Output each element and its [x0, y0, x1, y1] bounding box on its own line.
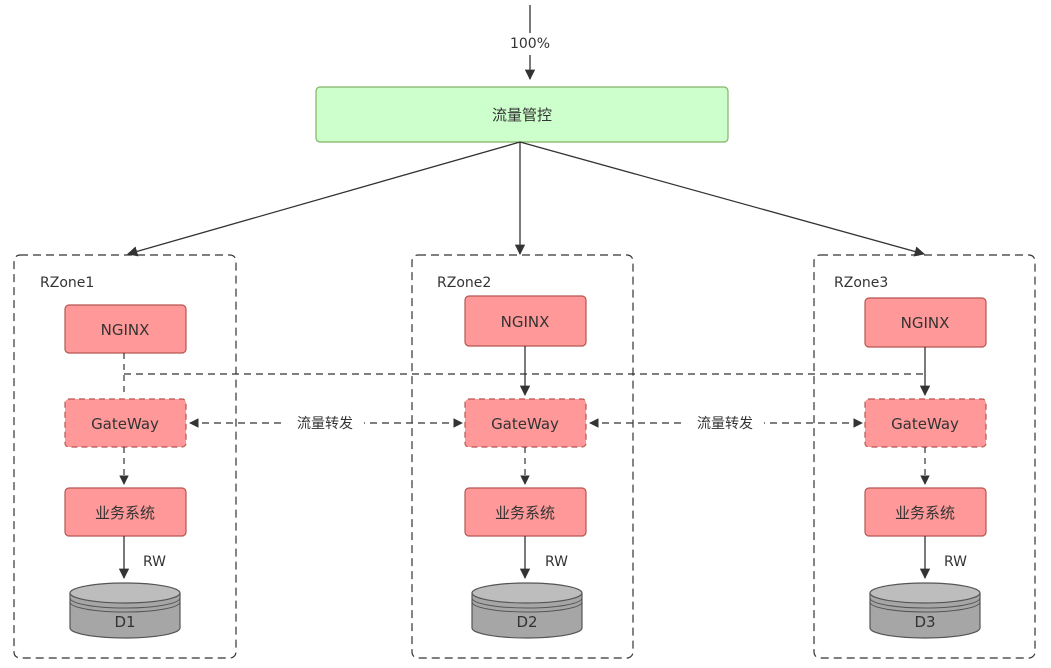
traffic-control-label: 流量管控: [492, 106, 552, 124]
gateway-label: GateWay: [891, 415, 959, 433]
zone-rzone2: NGINX GateWay 业务系统 RW D2: [464, 295, 587, 639]
gateway-label: GateWay: [91, 415, 159, 433]
nginx-label: NGINX: [901, 314, 950, 332]
forward-label-2-3: 流量转发: [697, 416, 753, 432]
route-arrow-rzone3: [519, 141, 926, 257]
traffic-percentage-label: 100%: [510, 36, 550, 52]
nginx-node: NGINX: [464, 295, 587, 347]
database-label: D2: [516, 613, 537, 631]
traffic-control-box: 流量管控: [315, 86, 729, 143]
gateway-node: GateWay: [864, 398, 987, 448]
database-d2: D2: [471, 582, 583, 639]
service-node: 业务系统: [64, 487, 187, 537]
database-label: D1: [114, 613, 135, 631]
rw-label: RW: [545, 554, 568, 570]
rw-label: RW: [143, 554, 166, 570]
nginx-node: NGINX: [864, 297, 987, 348]
zone-container-rzone1: [13, 254, 237, 659]
service-node: 业务系统: [864, 487, 987, 537]
zone-container-rzone3: [813, 254, 1036, 659]
service-node: 业务系统: [464, 487, 587, 537]
gateway-label: GateWay: [491, 415, 559, 433]
zone-rzone1: NGINX GateWay 业务系统 RW D1: [64, 304, 187, 639]
forward-label-1-2: 流量转发: [297, 416, 353, 432]
rw-label: RW: [944, 554, 967, 570]
nginx-node: NGINX: [64, 304, 187, 354]
gateway-node: GateWay: [464, 398, 587, 448]
service-label: 业务系统: [495, 504, 555, 522]
zone-rzone3: NGINX GateWay 业务系统 RW D3: [864, 297, 987, 639]
database-d1: D1: [69, 582, 181, 639]
gateway-node: GateWay: [64, 398, 187, 448]
service-label: 业务系统: [895, 504, 955, 522]
nginx-label: NGINX: [501, 313, 550, 331]
zone-label-rzone2: RZone2: [437, 275, 491, 291]
zone-label-rzone3: RZone3: [834, 275, 888, 291]
zone-container-rzone2: [411, 254, 634, 659]
forward-label-bg: [686, 412, 764, 434]
service-label: 业务系统: [95, 504, 155, 522]
route-arrow-rzone1: [127, 141, 521, 257]
nginx-label: NGINX: [101, 321, 150, 339]
database-d3: D3: [869, 582, 981, 639]
zone-label-rzone1: RZone1: [40, 275, 94, 291]
database-label: D3: [914, 613, 935, 631]
forward-label-bg: [286, 412, 364, 434]
